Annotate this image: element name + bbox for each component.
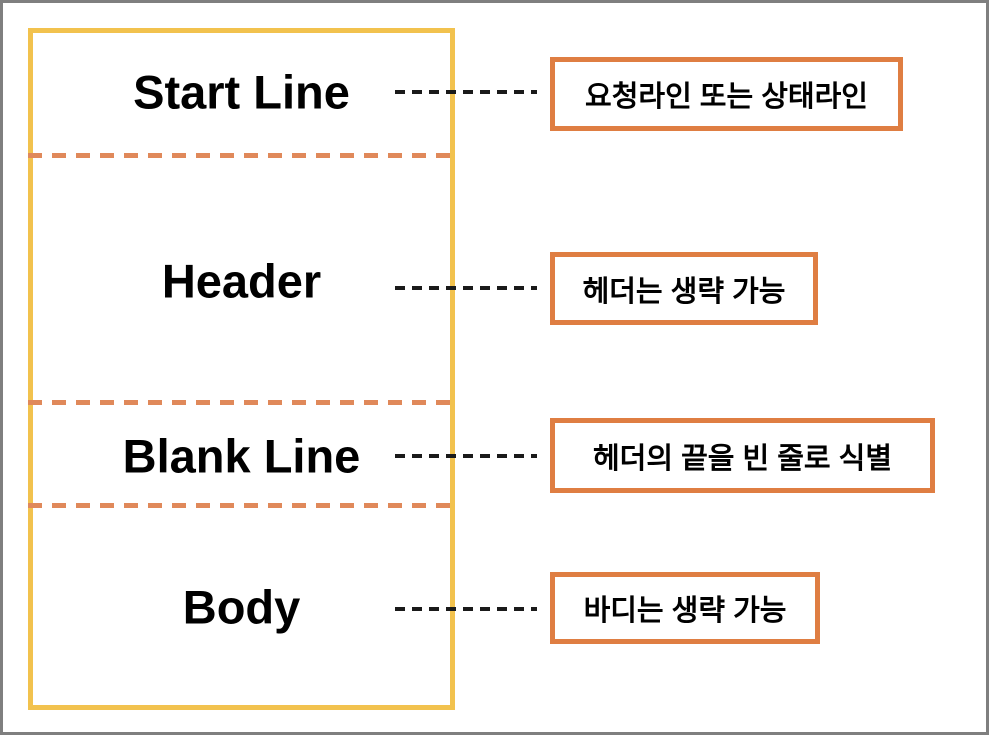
annotation-text: 요청라인 또는 상태라인 — [585, 81, 868, 113]
section-divider-3 — [28, 503, 455, 508]
annotation-text: 헤더는 생략 가능 — [582, 275, 786, 308]
dashed-connector-header — [395, 286, 537, 290]
section-divider-1 — [28, 153, 455, 158]
annotation-box-header: 헤더는 생략 가능 — [550, 252, 818, 325]
annotation-box-start-line: 요청라인 또는 상태라인 — [550, 57, 903, 131]
annotation-box-body: 바디는 생략 가능 — [550, 572, 820, 644]
annotation-text: 헤더의 끝을 빈 줄로 식별 — [592, 442, 893, 475]
message-structure-box — [28, 28, 455, 710]
dashed-connector-blank-line — [395, 454, 537, 458]
section-divider-2 — [28, 400, 455, 405]
annotation-text: 바디는 생략 가능 — [583, 595, 787, 627]
dashed-connector-start-line — [395, 90, 537, 94]
section-label-start-line: Start Line — [133, 65, 350, 119]
section-label-body: Body — [182, 580, 301, 634]
section-label-blank-line: Blank Line — [122, 429, 361, 483]
annotation-box-blank-line: 헤더의 끝을 빈 줄로 식별 — [550, 418, 935, 493]
dashed-connector-body — [395, 607, 537, 611]
section-label-header: Header — [161, 254, 322, 308]
